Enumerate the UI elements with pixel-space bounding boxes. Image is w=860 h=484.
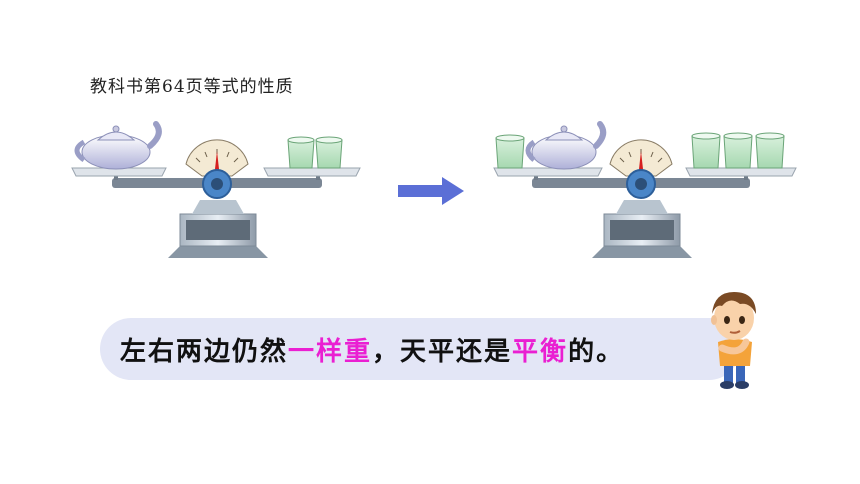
statement-text-3: 的。 xyxy=(568,336,625,367)
statement-highlight-2: 平衡 xyxy=(512,336,569,367)
cup-icon xyxy=(691,132,721,169)
teapot-icon xyxy=(525,121,607,170)
boy-character-icon xyxy=(711,292,756,389)
cup-icon xyxy=(495,134,525,169)
balance-scale-left xyxy=(71,121,361,258)
statement-text-1: 左右两边仍然 xyxy=(120,336,289,367)
cup-icon xyxy=(287,136,315,169)
statement-bubble: 左右两边仍然一样重，天平还是平衡的。 xyxy=(100,318,740,380)
cup-icon xyxy=(755,132,785,169)
teapot-icon xyxy=(74,121,162,170)
right-arrow-icon xyxy=(398,177,464,205)
statement-highlight-1: 一样重 xyxy=(288,336,373,367)
cup-icon xyxy=(723,132,753,169)
statement-text-2: ，天平还是 xyxy=(372,336,513,367)
cup-icon xyxy=(315,136,343,169)
balance-scale-right xyxy=(493,121,797,258)
page-caption: 教科书第64页等式的性质 xyxy=(90,77,294,97)
